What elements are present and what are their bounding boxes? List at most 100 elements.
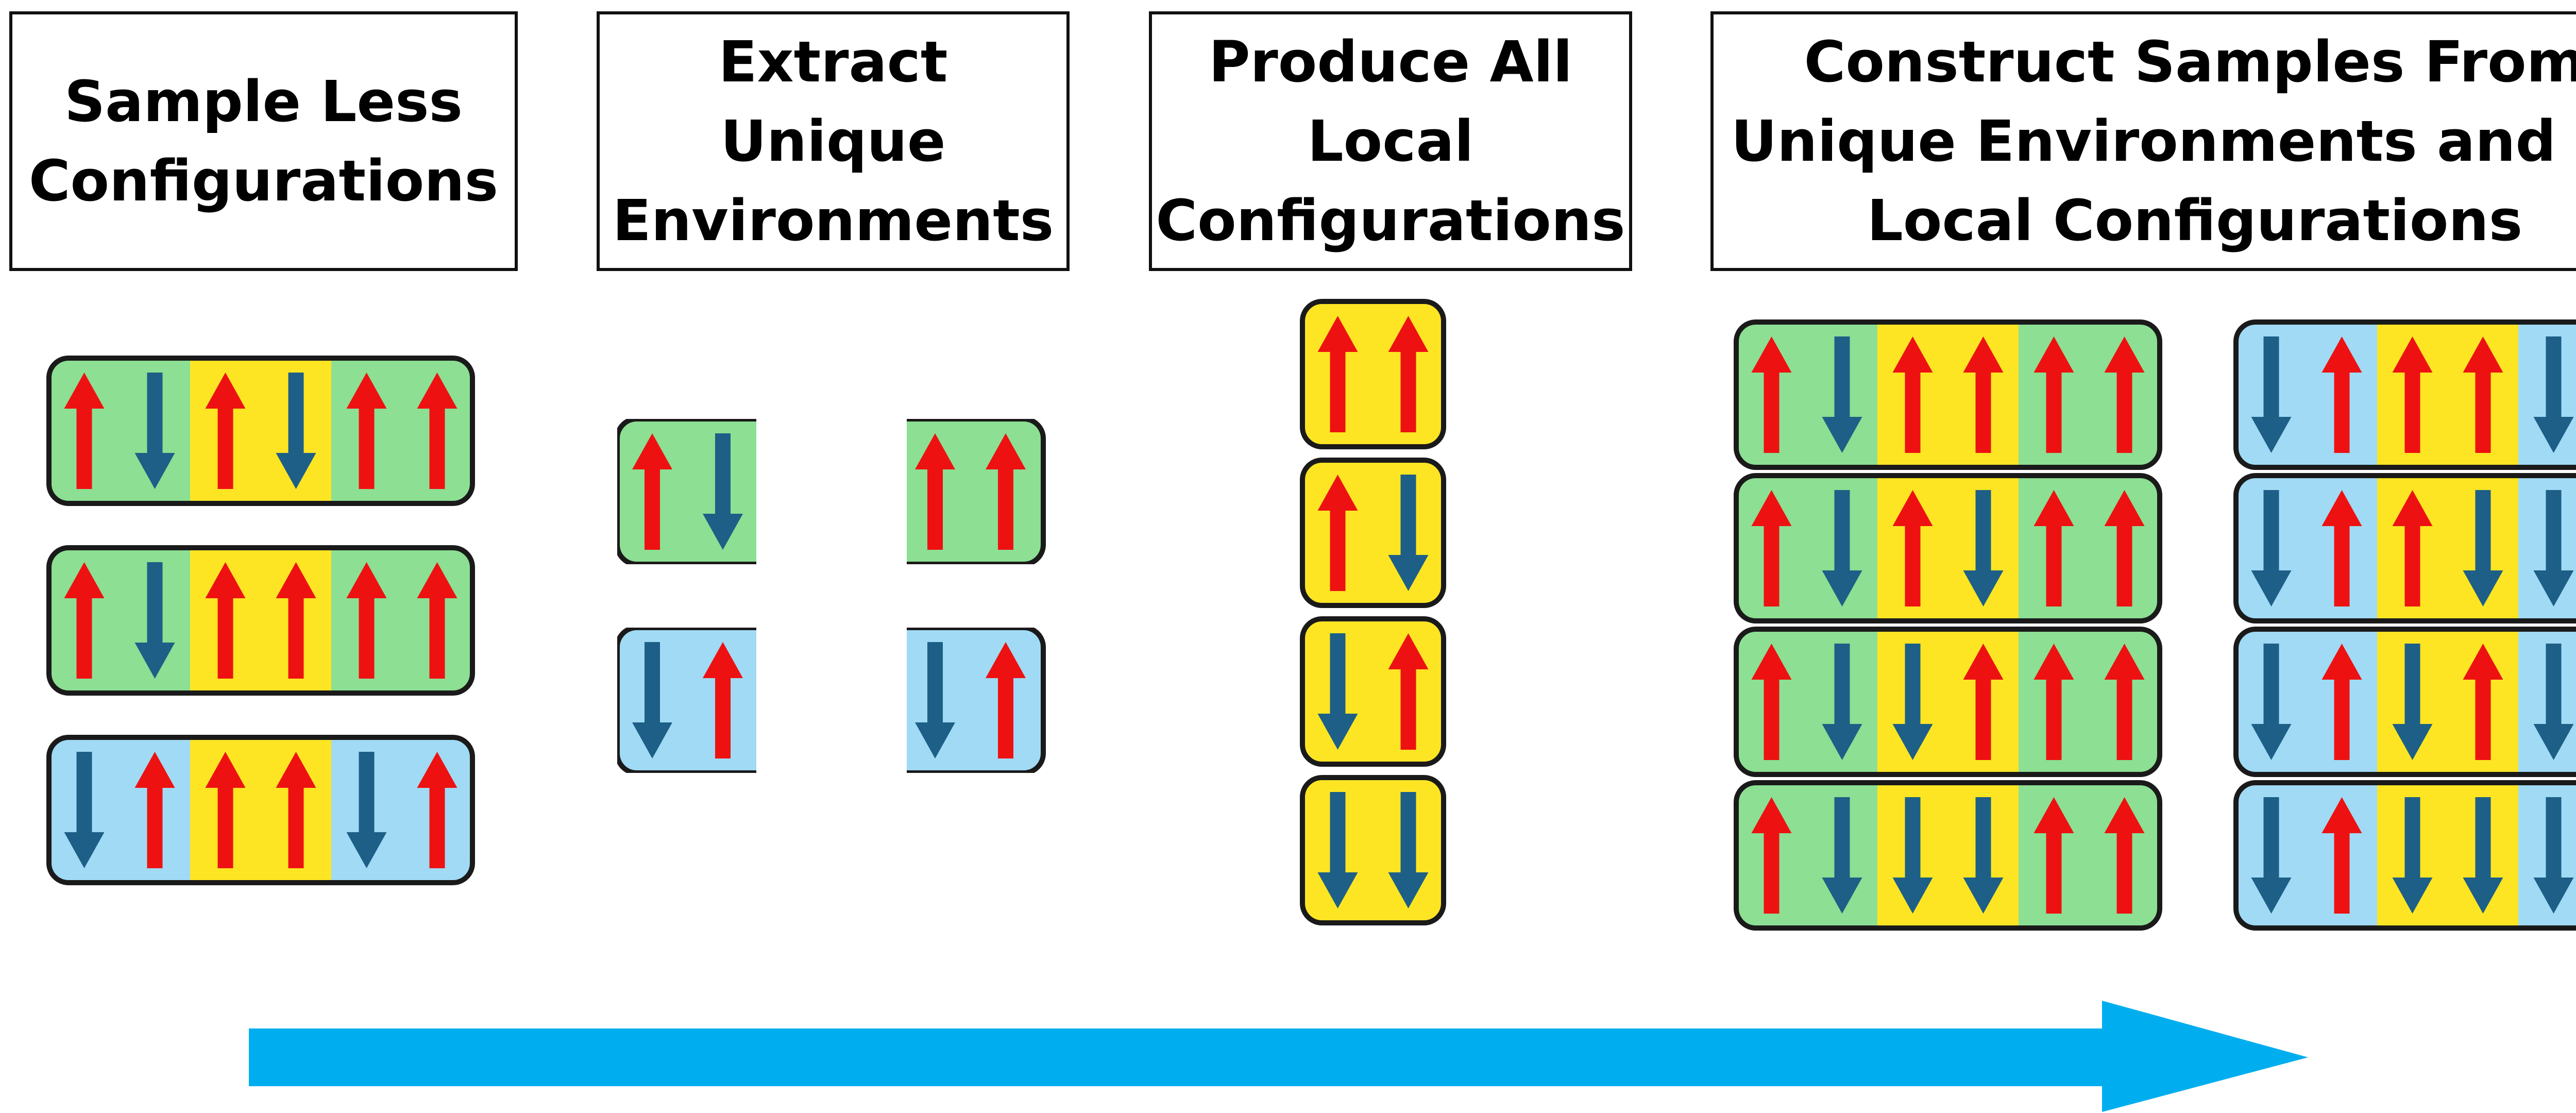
- spin-down-arrow: [2463, 490, 2503, 606]
- spin-up-arrow: [1892, 336, 1933, 453]
- spin-down-arrow: [2251, 644, 2292, 760]
- spin-down-arrow: [346, 752, 387, 868]
- header-construct-samples: Construct Samples From Unique Environmen…: [1710, 11, 2576, 271]
- spin-up-arrow: [205, 373, 246, 489]
- environment-cell: [907, 628, 1046, 773]
- constructed-sample: [2233, 319, 2576, 470]
- spin-up-arrow: [1751, 336, 1792, 453]
- spin-down-arrow: [1822, 797, 1862, 914]
- spin-down-arrow: [2251, 336, 2292, 453]
- spin-up-arrow: [632, 433, 672, 550]
- sampled-configuration: [46, 356, 475, 506]
- spin-up-arrow: [1892, 490, 1933, 606]
- chain-outline: [46, 545, 475, 696]
- spin-up-arrow: [1963, 336, 2004, 453]
- spin-down-arrow: [915, 642, 955, 758]
- chain-outline: [2233, 473, 2576, 623]
- sampled-configurations-group: [46, 356, 475, 885]
- spin-up-arrow: [2321, 336, 2362, 453]
- spin-down-arrow: [1388, 792, 1429, 908]
- spin-up-arrow: [2104, 336, 2145, 453]
- header-line: Local: [1307, 108, 1474, 174]
- spin-up-arrow: [205, 752, 246, 868]
- spin-up-arrow: [2392, 490, 2433, 606]
- spin-down-arrow: [632, 642, 672, 758]
- chain-outline: [1300, 775, 1446, 925]
- spin-down-arrow: [1892, 644, 1933, 760]
- local-configurations-group: [1300, 299, 1446, 925]
- spin-down-arrow: [1388, 475, 1429, 591]
- spin-up-arrow: [134, 752, 175, 868]
- spin-down-arrow: [2533, 336, 2574, 453]
- header-text: Produce All Local Configurations: [1145, 22, 1635, 260]
- chain-outline: [2233, 319, 2576, 470]
- header-line: Local Configurations: [1867, 188, 2523, 254]
- chain-outline: [46, 356, 475, 506]
- chain-outline: [46, 735, 475, 885]
- spin-down-arrow: [134, 562, 175, 679]
- spin-down-arrow: [1822, 644, 1862, 760]
- environment-cell: [617, 628, 756, 773]
- spin-up-arrow: [1317, 475, 1358, 591]
- environment-cell: [907, 419, 1046, 564]
- spin-up-arrow: [276, 752, 316, 868]
- local-configuration: [1300, 299, 1446, 449]
- constructed-sample: [1734, 319, 2162, 470]
- constructed-sample: [1734, 473, 2162, 623]
- spin-down-arrow: [2251, 490, 2292, 606]
- spin-up-arrow: [2104, 644, 2145, 760]
- local-configuration: [1300, 775, 1446, 925]
- progress-arrow: [249, 1001, 2308, 1112]
- local-configuration: [1300, 458, 1446, 608]
- spin-down-arrow: [2533, 797, 2574, 914]
- header-text: Sample Less Configurations: [19, 62, 509, 221]
- sampled-configuration: [46, 545, 475, 696]
- header-produce-all-local-configurations: Produce All Local Configurations: [1149, 11, 1632, 271]
- spin-down-arrow: [134, 373, 175, 489]
- constructed-sample: [2233, 780, 2576, 931]
- spin-down-arrow: [2392, 797, 2433, 914]
- environment-right-half: [907, 628, 1046, 773]
- chain-outline: [1734, 473, 2162, 623]
- header-line: Configurations: [1156, 188, 1625, 254]
- chain-outline: [2233, 780, 2576, 931]
- spin-down-arrow: [1317, 792, 1358, 908]
- chain-outline: [1734, 319, 2162, 470]
- spin-up-arrow: [346, 562, 387, 679]
- constructed-samples-group: [1734, 319, 2576, 931]
- spin-up-arrow: [1388, 316, 1429, 432]
- spin-up-arrow: [2321, 644, 2362, 760]
- constructed-sample: [1734, 627, 2162, 777]
- unique-environments-group: [617, 419, 1046, 773]
- spin-up-arrow: [417, 373, 457, 489]
- spin-up-arrow: [1751, 644, 1792, 760]
- spin-down-arrow: [2392, 644, 2433, 760]
- header-text: Construct Samples From Unique Environmen…: [1721, 22, 2576, 260]
- constructed-sample: [1734, 780, 2162, 931]
- spin-down-arrow: [276, 373, 316, 489]
- chain-outline: [1300, 458, 1446, 608]
- header-sample-less-configurations: Sample Less Configurations: [9, 11, 518, 271]
- spin-up-arrow: [2104, 490, 2145, 606]
- spin-up-arrow: [205, 562, 246, 679]
- spin-up-arrow: [2463, 336, 2503, 453]
- spin-up-arrow: [2033, 336, 2074, 453]
- spin-up-arrow: [2321, 797, 2362, 914]
- header-line: Construct Samples From: [1804, 29, 2576, 95]
- header-line: Configurations: [28, 148, 499, 214]
- spin-up-arrow: [1751, 490, 1792, 606]
- spin-up-arrow: [1963, 644, 2004, 760]
- spin-up-arrow: [2392, 336, 2433, 453]
- spin-down-arrow: [2533, 644, 2574, 760]
- constructed-sample: [2233, 473, 2576, 623]
- sampled-configuration: [46, 735, 475, 885]
- spin-up-arrow: [986, 433, 1026, 550]
- spin-up-arrow: [346, 373, 387, 489]
- spin-up-arrow: [915, 433, 955, 550]
- header-line: Unique: [720, 108, 946, 174]
- header-line: Extract: [718, 29, 948, 95]
- progress-arrow-head: [2102, 1001, 2308, 1112]
- spin-up-arrow: [1317, 316, 1358, 432]
- spin-down-arrow: [2533, 490, 2574, 606]
